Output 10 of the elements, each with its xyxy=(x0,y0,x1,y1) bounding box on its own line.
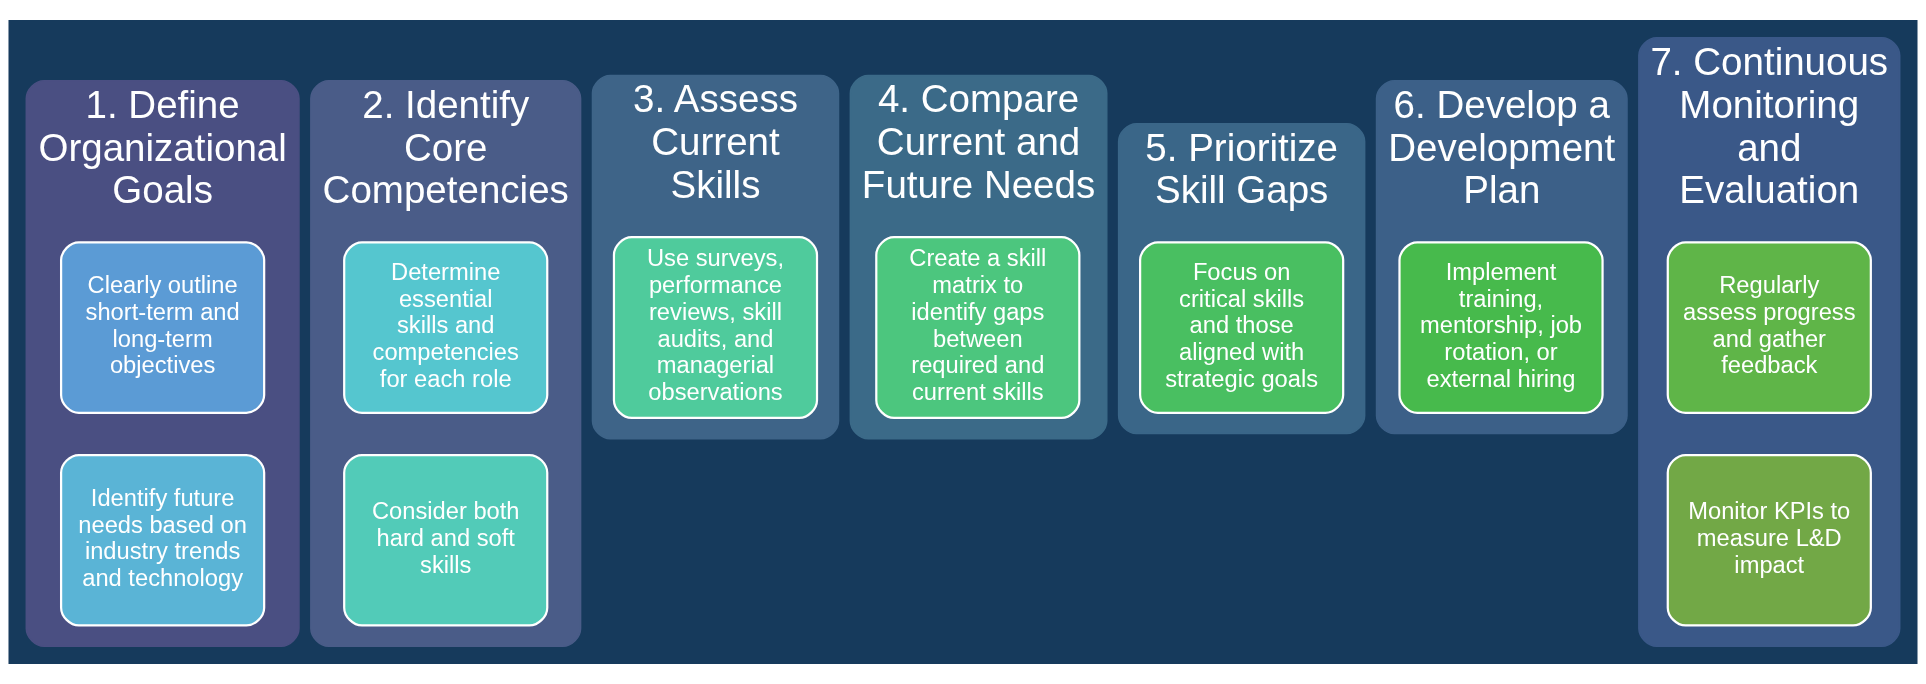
node-box: Determine essential skills and competencies for each role xyxy=(343,241,549,414)
node-box: Regularly assess progress and gather feedback xyxy=(1666,241,1872,414)
node-box: Focus on critical skills and those aligned with strategic goals xyxy=(1139,241,1345,414)
node-box: Use surveys, performance reviews, skill audits, and managerial observations xyxy=(612,236,819,420)
node-box: Implement training, mentorship, job rotation, or external hiring xyxy=(1398,241,1604,414)
node-box: Clearly outline short-term and long-term objectives xyxy=(60,241,266,414)
node-box: Consider both hard and soft skills xyxy=(343,453,549,627)
node-box: Create a skill matrix to identify gaps between required and current skills xyxy=(875,236,1081,420)
node-box: Monitor KPIs to measure L&D impact xyxy=(1666,453,1872,627)
node-box: Identify future needs based on industry trends and technology xyxy=(60,453,266,627)
